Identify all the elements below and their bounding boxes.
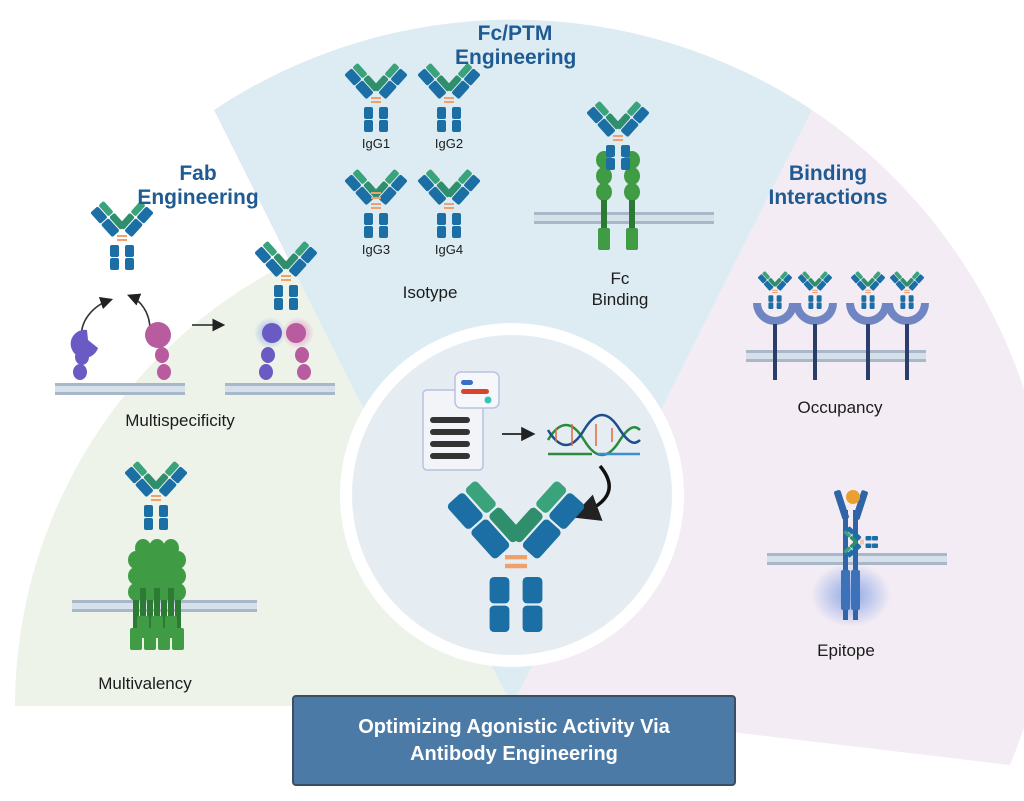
fc-binding-label-line2: Binding [591,290,649,309]
occupancy-label: Occupancy [797,398,883,417]
multivalency-label: Multivalency [98,674,192,693]
binding-heading-line2: Interactions [768,186,888,209]
epitope-label: Epitope [817,641,875,660]
igg3-antibody [343,167,409,239]
igg1-label: IgG1 [361,136,391,151]
curved-arrow-to-antibody [571,464,611,521]
binding-heading: Binding Interactions [756,162,900,210]
fc-binding-label: Fc Binding [570,268,670,310]
fc-ptm-heading: Fc/PTM Engineering [455,22,577,70]
fab-heading: Fab Engineering [128,162,268,210]
center-circle [352,335,672,655]
dna-icon [546,413,641,457]
igg2-label: IgG2 [434,136,464,151]
fc-ptm-heading-line2: Engineering [455,46,577,69]
fab-heading-line1: Fab [179,162,217,185]
multispecificity-label: Multispecificity [125,411,235,430]
isotype-label: Isotype [402,283,458,302]
fc-binding-label-line1: Fc [610,269,630,288]
main-title-box: Optimizing Agonistic Activity Via Antibo… [292,695,736,786]
igg3-label: IgG3 [361,242,391,257]
binding-heading-line1: Binding [788,162,868,185]
igg4-label: IgG4 [434,242,464,257]
fab-heading-line2: Engineering [137,186,259,209]
multispecificity-illustration [55,199,335,395]
main-title-line1: Optimizing Agonistic Activity Via [358,715,670,738]
epitope-illustration [767,490,947,627]
main-title-line2: Antibody Engineering [410,742,618,765]
sequence-document-icon [422,371,500,471]
fc-ptm-heading-line1: Fc/PTM [477,22,553,45]
